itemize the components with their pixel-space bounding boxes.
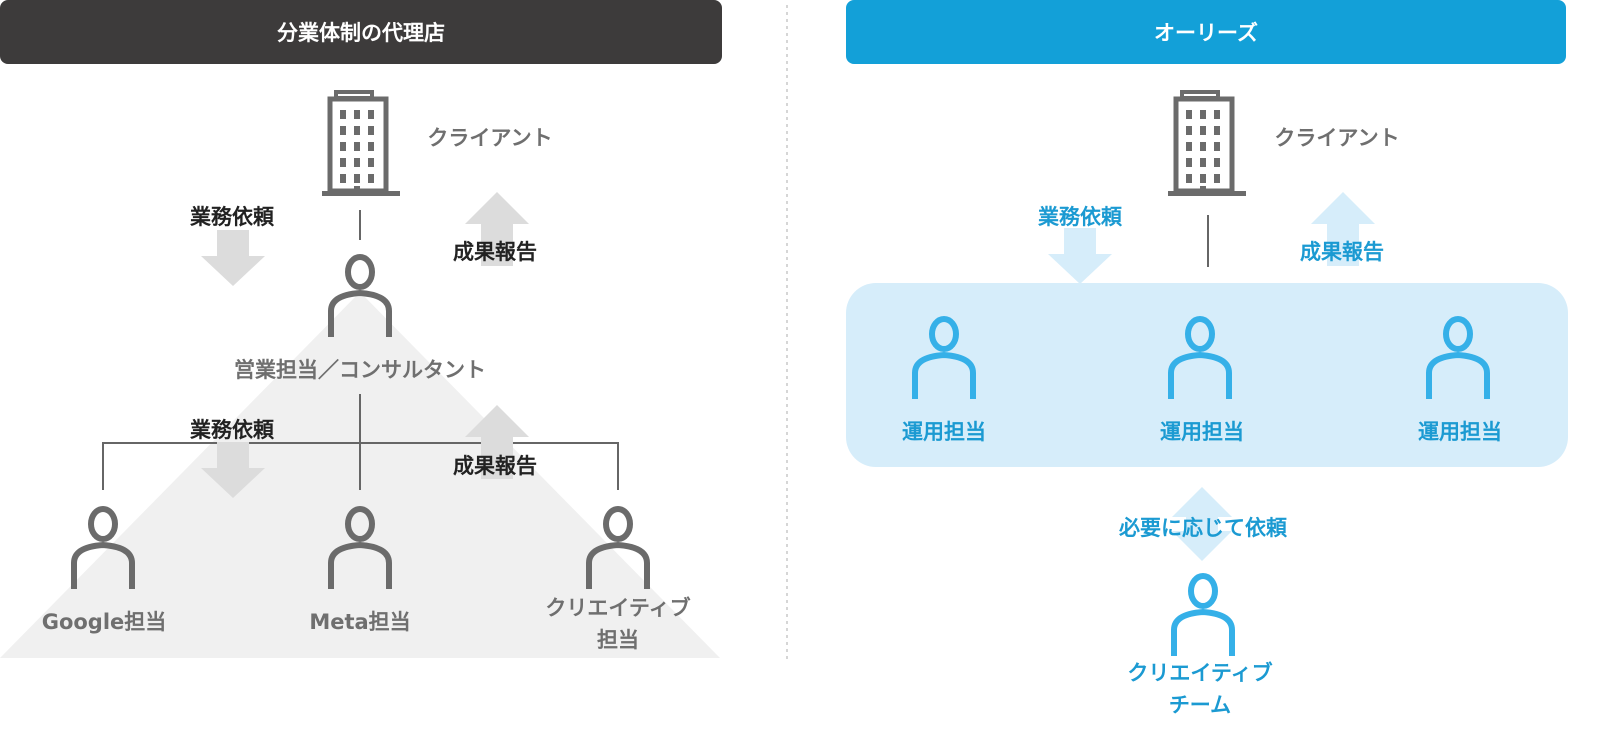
- person-icon: [1168, 572, 1238, 656]
- connector-line: [359, 210, 361, 240]
- as-needed-label: 必要に応じて依頼: [1119, 516, 1287, 540]
- down-arrow-icon: [201, 230, 265, 286]
- down-arrow-icon: [1048, 228, 1112, 284]
- operator-label: 運用担当: [1160, 420, 1244, 444]
- divider: [786, 5, 788, 660]
- person-icon: [325, 505, 395, 589]
- operator-label: 運用担当: [902, 420, 986, 444]
- report-label: 成果報告: [453, 240, 537, 264]
- person-icon: [909, 315, 979, 399]
- person-icon: [68, 505, 138, 589]
- client-label: クライアント: [427, 126, 553, 150]
- request-label: 業務依頼: [190, 205, 274, 229]
- creative-team-label: クリエイティブ: [1127, 661, 1273, 685]
- request-label: 業務依頼: [190, 418, 274, 442]
- connector-line: [102, 442, 104, 490]
- creative-member-label: クリエイティブ: [545, 596, 691, 620]
- client-label: クライアント: [1274, 126, 1400, 150]
- connector-line: [1207, 215, 1209, 267]
- building-icon: [322, 90, 400, 198]
- google-member-label: Google担当: [41, 610, 167, 634]
- manager-label: 営業担当／コンサルタント: [234, 358, 486, 382]
- person-icon: [1165, 315, 1235, 399]
- creative-team-label-2: チーム: [1168, 693, 1232, 717]
- report-label: 成果報告: [1300, 240, 1384, 264]
- aulis-header: オーリーズ: [846, 0, 1566, 64]
- building-icon: [1168, 90, 1246, 198]
- request-label: 業務依頼: [1038, 205, 1122, 229]
- connector-line: [617, 442, 619, 490]
- operations-team-box: [846, 283, 1568, 467]
- meta-member-label: Meta担当: [309, 610, 411, 634]
- person-icon: [583, 505, 653, 589]
- report-label: 成果報告: [453, 454, 537, 478]
- double-arrow-icon: [1172, 487, 1232, 561]
- down-arrow-icon: [201, 442, 265, 498]
- agency-header: 分業体制の代理店: [0, 0, 722, 64]
- creative-member-label-2: 担当: [597, 628, 639, 652]
- person-icon: [1423, 315, 1493, 399]
- connector-line: [102, 442, 619, 444]
- person-icon: [325, 253, 395, 337]
- operator-label: 運用担当: [1418, 420, 1502, 444]
